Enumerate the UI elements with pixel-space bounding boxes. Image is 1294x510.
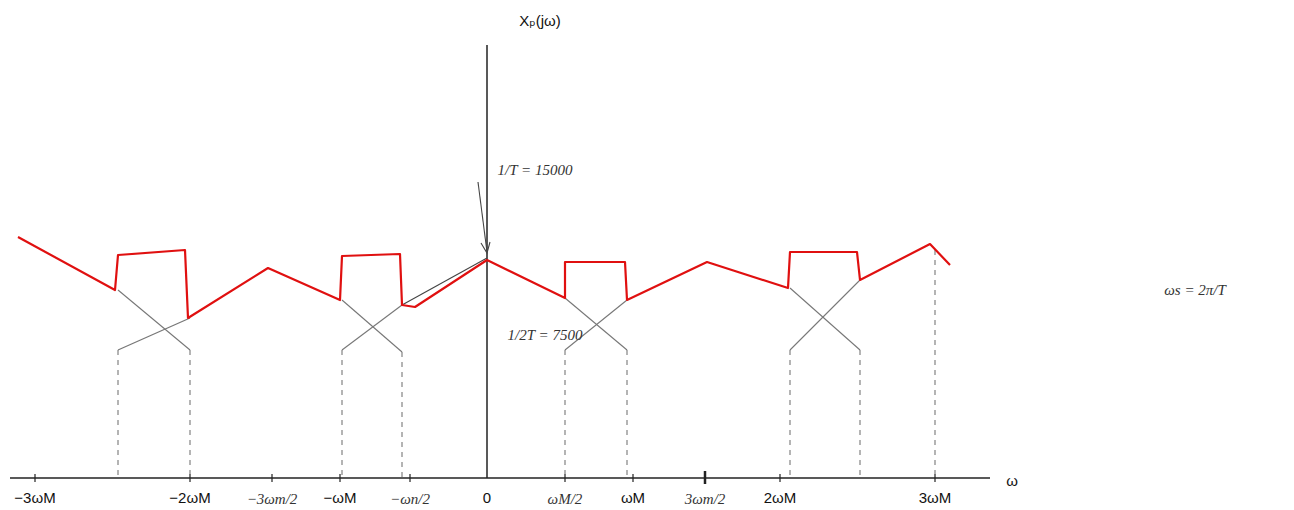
axis-title: Xₚ(jω)	[519, 13, 560, 28]
tick-label: −3ωm/2	[247, 492, 298, 507]
tick-label: −ωn/2	[390, 492, 430, 507]
axis-ticks	[35, 471, 935, 484]
tick-label: ωM	[621, 490, 645, 505]
tick-label: 3ωM	[919, 490, 952, 505]
level-annotation: 1/2T = 7500	[508, 328, 583, 343]
tick-label: −3ωM	[14, 490, 55, 505]
tick-label: 0	[483, 490, 491, 505]
tick-label: −ωM	[324, 490, 357, 505]
tick-label: ωM/2	[548, 492, 583, 507]
sketch-lines	[118, 182, 935, 478]
sampled-spectrum-curve	[18, 237, 950, 318]
peak-annotation: 1/T = 15000	[498, 163, 573, 178]
axis-label: ω	[1006, 473, 1018, 488]
frequency-axis	[10, 477, 990, 479]
tick-label: −2ωM	[169, 490, 210, 505]
tick-label: 2ωM	[764, 490, 797, 505]
sampling-frequency-note: ωs = 2π/T	[1164, 283, 1226, 298]
tick-label: 3ωm/2	[685, 492, 726, 507]
